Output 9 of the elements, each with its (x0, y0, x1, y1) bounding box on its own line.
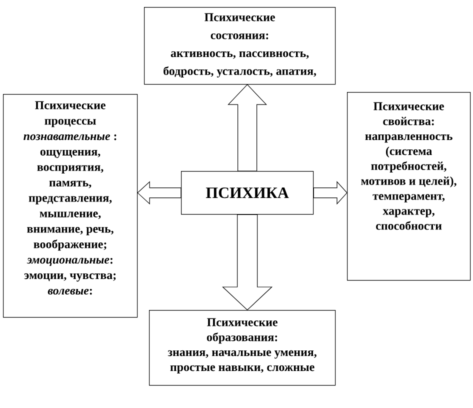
category-box: Психические свойства: направленность (система потребностей, мотивов и целей), темперамент, характер, способности (347, 92, 471, 281)
concept-box: ПСИХИКА (181, 171, 314, 215)
block-arrow (137, 181, 182, 204)
block-arrow (313, 181, 348, 205)
category-box: Психические процессы познавательные : ощущения, восприятия, память, представления, мышление, внимание, речь, воображение; эмоциональные: эмоции, чувства; волевые: (3, 94, 138, 318)
category-box: Психические образования: знания, начальные умения, простые навыки, сложные (149, 310, 336, 386)
category-box: Психические состояния: активность, пассивность, бодрость, усталость, апатия, (144, 7, 336, 85)
block-arrow (222, 214, 273, 310)
block-arrow (228, 84, 267, 172)
